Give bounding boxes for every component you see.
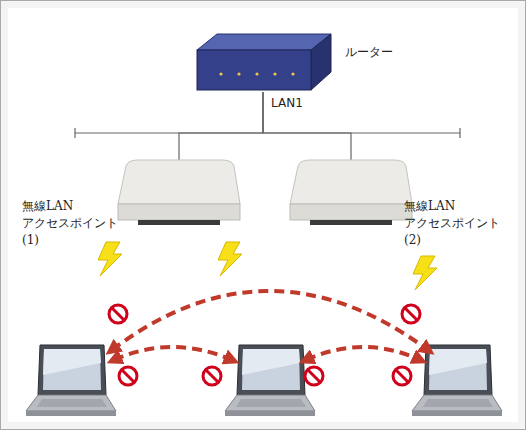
- device-shape: [118, 160, 240, 226]
- router-top: [197, 34, 331, 50]
- lan-wire: [262, 92, 263, 133]
- laptop: [412, 345, 502, 416]
- block-icon: [402, 305, 420, 323]
- block-icon: [203, 367, 221, 385]
- block-icon: [393, 367, 411, 385]
- radio-bolt: [413, 256, 437, 290]
- ap-front: [290, 204, 412, 220]
- ap-front: [118, 204, 240, 220]
- device-shape: [290, 160, 412, 226]
- lan-cable: [263, 92, 351, 160]
- access-point-device: 無線LAN アクセスポイント(2): [290, 160, 412, 226]
- ap-top: [290, 160, 412, 204]
- radio-bolt: [218, 242, 242, 276]
- device-label: ルーター: [345, 44, 465, 61]
- router-device: ルーター: [193, 30, 333, 92]
- device-label: 無線LAN アクセスポイント(1): [22, 198, 132, 249]
- lan-bus: [75, 132, 460, 133]
- bus-end: [459, 128, 460, 138]
- block-icon: [305, 367, 323, 385]
- bus-end: [74, 128, 75, 138]
- blocked-path: [306, 347, 420, 360]
- router-side: [311, 34, 331, 90]
- device-shape: [193, 30, 333, 92]
- access-point-device: 無線LAN アクセスポイント(1): [118, 160, 240, 226]
- network-label: LAN1: [271, 96, 303, 110]
- radio-bolt: [98, 242, 122, 276]
- laptop: [225, 345, 315, 416]
- router-led: [237, 72, 240, 75]
- router-led: [255, 72, 258, 75]
- block-icon: [119, 367, 137, 385]
- ap-top: [118, 160, 240, 204]
- panel: [8, 8, 518, 422]
- router-led: [273, 72, 276, 75]
- ap-base: [310, 220, 392, 225]
- router-led: [291, 72, 294, 75]
- ap-base: [138, 220, 220, 225]
- router-front: [197, 50, 311, 90]
- lan-cable: [179, 92, 263, 160]
- device-label: 無線LAN アクセスポイント(2): [404, 198, 514, 249]
- blocked-path: [112, 291, 428, 350]
- router-led: [219, 72, 222, 75]
- block-icon: [109, 305, 127, 323]
- blocked-path: [114, 347, 232, 360]
- laptop: [26, 345, 116, 416]
